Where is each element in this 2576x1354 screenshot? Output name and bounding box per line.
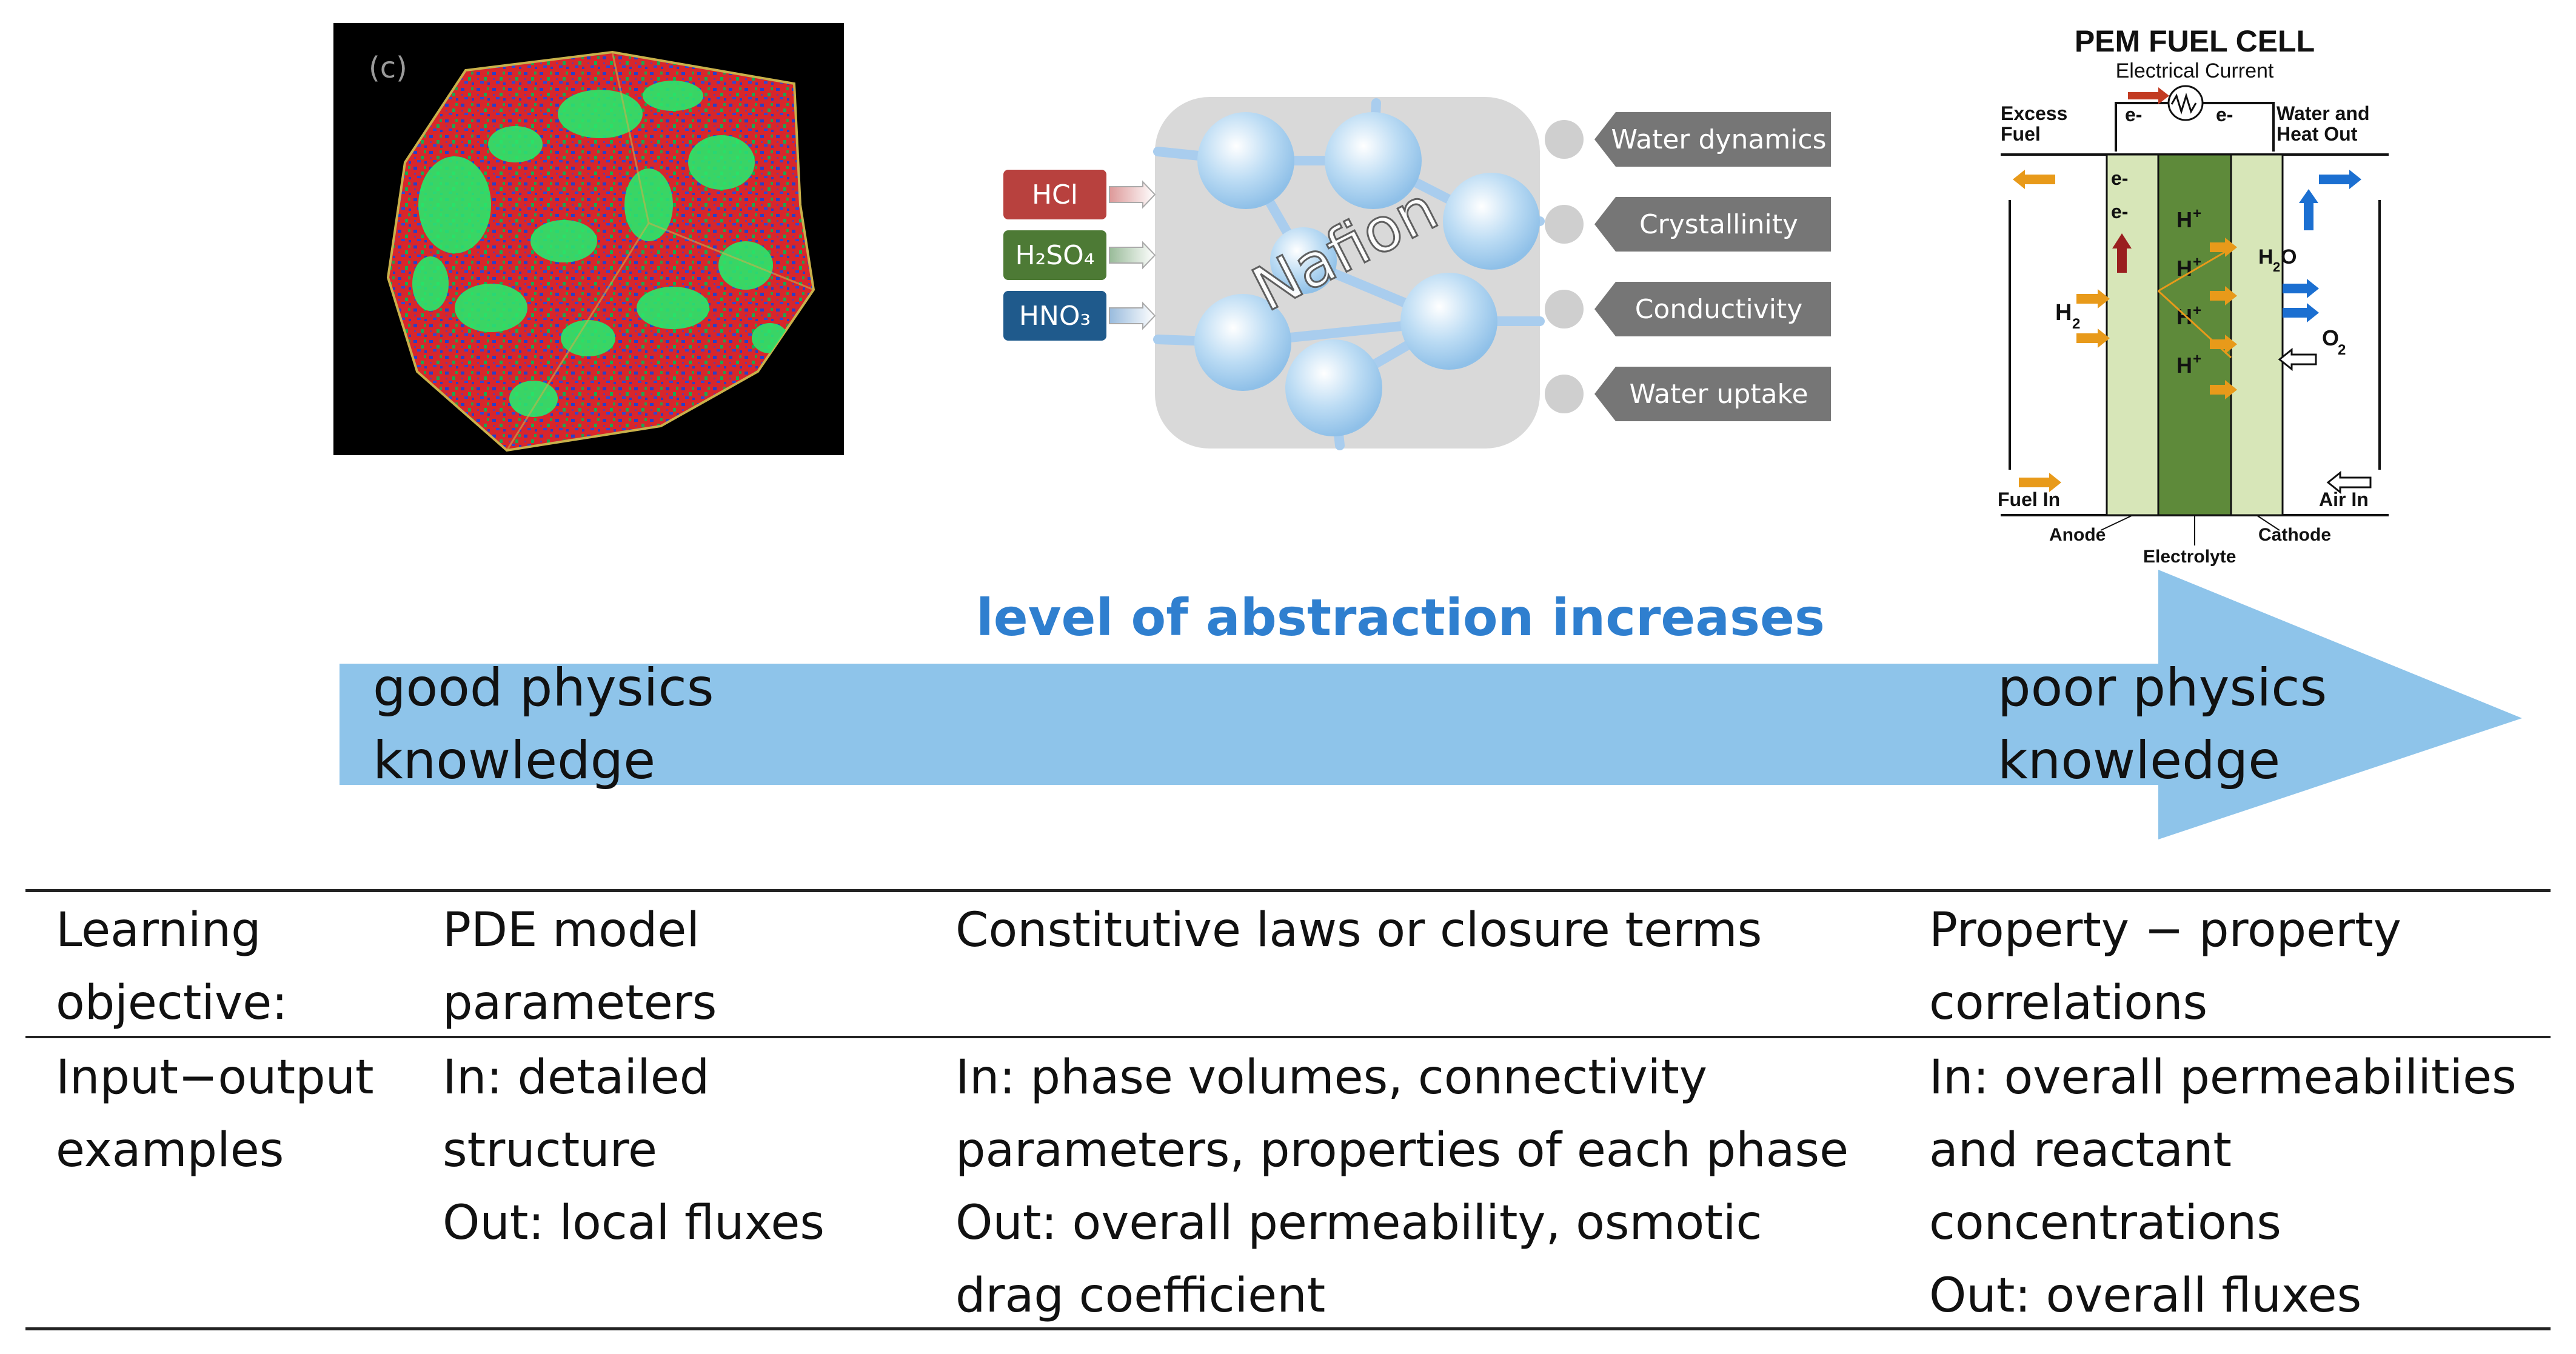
svg-text:Water and: Water and: [2277, 102, 2370, 124]
acid-input-hno3: HNO₃: [1003, 291, 1156, 341]
svg-text:Fuel In: Fuel In: [1998, 489, 2060, 510]
svg-text:Excess: Excess: [2001, 102, 2067, 124]
svg-text:Air In: Air In: [2319, 489, 2369, 510]
svg-text:H: H: [2055, 300, 2072, 325]
svg-text:H₂SO₄: H₂SO₄: [1015, 240, 1095, 271]
col1-example-3: Out: local fluxes: [443, 1196, 825, 1250]
svg-text:2: 2: [2338, 342, 2346, 358]
microstructure-cube-graphic: (c): [369, 50, 815, 452]
nafion-diagram: Nafion HCl H₂SO₄ HNO₃ Water dynamics Cry…: [994, 91, 1843, 455]
svg-text:Water uptake: Water uptake: [1629, 379, 1808, 410]
svg-text:H: H: [2258, 245, 2273, 268]
arrow-shape: [340, 570, 2522, 839]
row-label-examples-1: Input−output: [56, 1050, 374, 1105]
col1-example-1: In: detailed: [443, 1050, 710, 1105]
svg-text:+: +: [2193, 302, 2201, 319]
svg-text:HCl: HCl: [1032, 179, 1078, 210]
svg-text:O: O: [2281, 245, 2297, 268]
col3-objective-2: correlations: [1929, 976, 2208, 1030]
svg-text:H: H: [2176, 353, 2192, 378]
svg-text:2: 2: [2273, 259, 2280, 275]
row-label-objective-1: Learning: [56, 903, 261, 958]
col2-example-3: Out: overall permeability, osmotic: [955, 1196, 1762, 1250]
acid-input-h2so4: H₂SO₄: [1003, 230, 1156, 280]
arrow-left-text-line2: knowledge: [373, 730, 656, 791]
svg-text:Crystallinity: Crystallinity: [1639, 209, 1798, 240]
property-water-dynamics: Water dynamics: [1545, 112, 1831, 167]
col1-objective-1: PDE model: [443, 903, 700, 958]
pem-fuel-cell-diagram: PEM FUEL CELL Electrical Current e- e- E…: [1976, 18, 2413, 576]
table-top-rule: [25, 889, 2551, 892]
row-label-objective-2: objective:: [56, 976, 288, 1030]
abstraction-arrow: [0, 570, 2576, 849]
svg-text:O: O: [2322, 325, 2339, 350]
property-conductivity: Conductivity: [1545, 282, 1831, 336]
svg-text:e-: e-: [2125, 104, 2142, 125]
property-water-uptake: Water uptake: [1545, 367, 1831, 421]
col2-example-1: In: phase volumes, connectivity: [955, 1050, 1708, 1105]
svg-text:Electrolyte: Electrolyte: [2143, 547, 2236, 567]
svg-text:Anode: Anode: [2049, 525, 2106, 545]
svg-text:Cathode: Cathode: [2258, 525, 2331, 545]
svg-text:Fuel: Fuel: [2001, 123, 2041, 145]
arrow-right-text-line1: poor physics: [1998, 658, 2327, 718]
svg-text:+: +: [2193, 351, 2201, 367]
anode-layer: [2106, 153, 2159, 516]
microstructure-image: (c): [333, 23, 844, 455]
svg-text:2: 2: [2072, 316, 2080, 332]
svg-text:Conductivity: Conductivity: [1635, 294, 1803, 325]
svg-text:e-: e-: [2216, 104, 2233, 125]
arrow-title: level of abstraction increases: [976, 588, 1825, 647]
acid-input-hcl: HCl: [1003, 170, 1156, 219]
row-label-examples-2: examples: [56, 1123, 284, 1178]
table-bottom-rule: [25, 1327, 2551, 1330]
current-label: Electrical Current: [2116, 59, 2274, 82]
col1-objective-2: parameters: [443, 976, 717, 1030]
col2-objective-1: Constitutive laws or closure terms: [955, 903, 1762, 958]
svg-text:e-: e-: [2111, 167, 2128, 189]
electrolyte-layer: [2157, 153, 2232, 516]
svg-text:H: H: [2176, 207, 2192, 232]
fuel-cell-title: PEM FUEL CELL: [2075, 24, 2315, 58]
svg-text:Heat Out: Heat Out: [2277, 123, 2358, 145]
svg-text:e-: e-: [2111, 201, 2128, 222]
col1-example-2: structure: [443, 1123, 657, 1178]
col2-example-2: parameters, properties of each phase: [955, 1123, 1849, 1178]
col3-example-3: concentrations: [1929, 1196, 2281, 1250]
svg-text:+: +: [2193, 205, 2201, 222]
col2-example-4: drag coefficient: [955, 1269, 1326, 1323]
arrow-left-text-line1: good physics: [373, 658, 714, 718]
col3-example-1: In: overall permeabilities: [1929, 1050, 2517, 1105]
svg-text:H: H: [2176, 304, 2192, 329]
table-mid-rule: [25, 1036, 2551, 1038]
col3-example-4: Out: overall fluxes: [1929, 1269, 2362, 1323]
cathode-layer: [2230, 153, 2284, 516]
property-crystallinity: Crystallinity: [1545, 197, 1831, 252]
col3-example-2: and reactant: [1929, 1123, 2232, 1178]
microstructure-label: (c): [369, 51, 407, 85]
arrow-right-text-line2: knowledge: [1998, 730, 2281, 791]
svg-text:HNO₃: HNO₃: [1019, 301, 1091, 332]
svg-text:H: H: [2176, 256, 2192, 281]
svg-text:Water dynamics: Water dynamics: [1611, 124, 1826, 155]
col3-objective-1: Property − property: [1929, 903, 2401, 958]
